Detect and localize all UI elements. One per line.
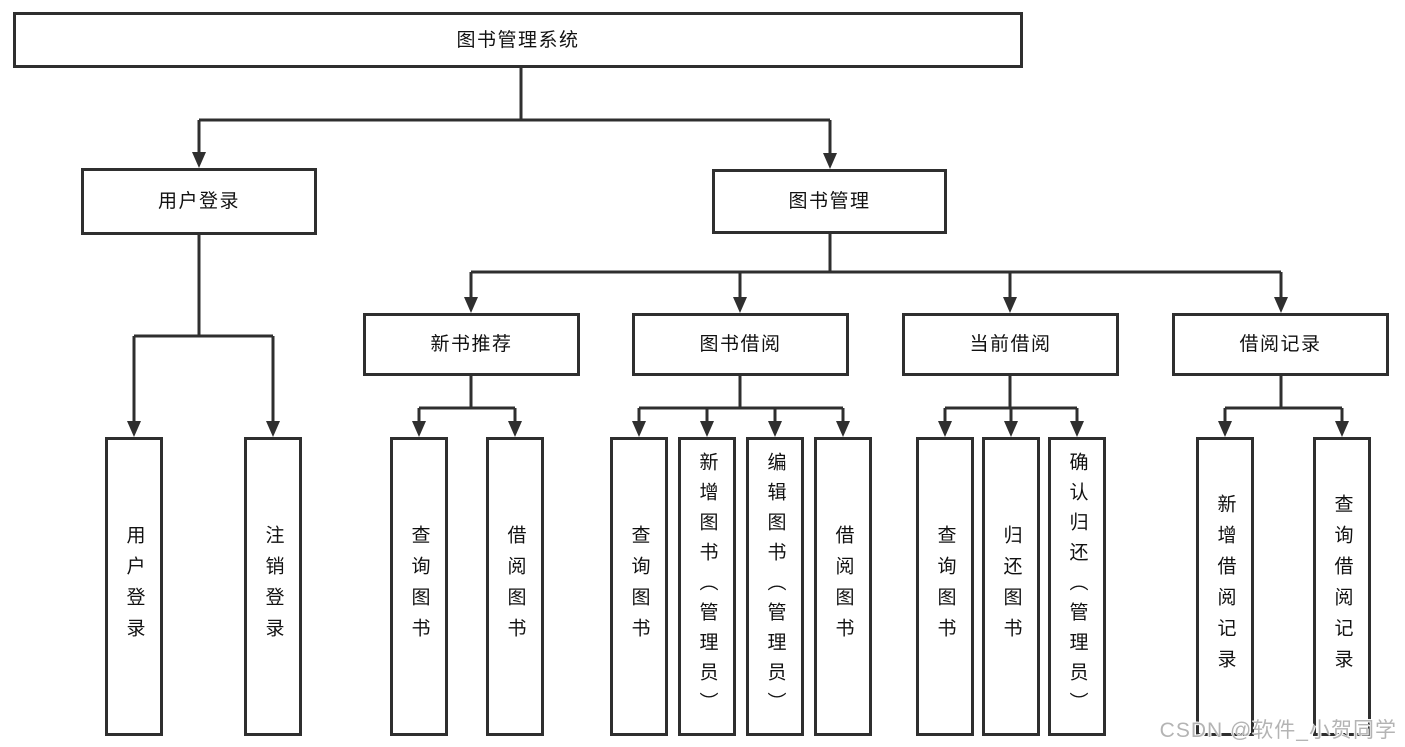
leaf-label: 用户登录 [123, 524, 145, 649]
leaf-label: 编辑图书（管理员） [764, 451, 786, 722]
node-label: 借阅记录 [1239, 334, 1322, 355]
leaf-label: 新增图书（管理员） [696, 451, 718, 722]
watermark: CSDN @软件_小贺同学 [1159, 719, 1397, 742]
node-book-borrowing: 图书借阅 [632, 313, 849, 376]
leaf-user-login: 用户登录 [105, 437, 163, 736]
node-library-management-system: 图书管理系统 [13, 12, 1023, 68]
leaf-logout: 注销登录 [244, 437, 302, 736]
leaf-label: 归还图书 [1000, 524, 1022, 649]
leaf-label: 查询图书 [934, 524, 956, 649]
leaf-borrow-add-book-admin: 新增图书（管理员） [678, 437, 736, 736]
leaf-label: 新增借阅记录 [1214, 493, 1236, 680]
leaf-label: 查询图书 [628, 524, 650, 649]
leaf-label: 确认归还（管理员） [1066, 451, 1088, 722]
node-book-management: 图书管理 [712, 169, 947, 234]
leaf-current-query-book: 查询图书 [916, 437, 974, 736]
node-label: 图书借阅 [699, 334, 782, 355]
leaf-newbook-borrow-book: 借阅图书 [486, 437, 544, 736]
leaf-label: 借阅图书 [832, 524, 854, 649]
node-label: 图书管理 [788, 191, 871, 212]
leaf-records-add-record: 新增借阅记录 [1196, 437, 1254, 736]
node-current-borrowing: 当前借阅 [902, 313, 1119, 376]
leaf-current-return-book: 归还图书 [982, 437, 1040, 736]
leaf-borrow-edit-book-admin: 编辑图书（管理员） [746, 437, 804, 736]
leaf-newbook-query-book: 查询图书 [390, 437, 448, 736]
leaf-label: 查询借阅记录 [1331, 493, 1353, 680]
node-label: 当前借阅 [969, 334, 1052, 355]
node-borrow-records: 借阅记录 [1172, 313, 1389, 376]
leaf-label: 注销登录 [262, 524, 284, 649]
node-user-login: 用户登录 [81, 168, 317, 235]
leaf-records-query-record: 查询借阅记录 [1313, 437, 1371, 736]
leaf-current-confirm-return-admin: 确认归还（管理员） [1048, 437, 1106, 736]
node-label: 新书推荐 [430, 334, 513, 355]
leaf-label: 借阅图书 [504, 524, 526, 649]
node-new-book-recommend: 新书推荐 [363, 313, 580, 376]
node-label: 图书管理系统 [456, 29, 580, 51]
leaf-label: 查询图书 [408, 524, 430, 649]
node-label: 用户登录 [157, 191, 240, 212]
leaf-borrow-query-book: 查询图书 [610, 437, 668, 736]
leaf-borrow-borrow-book: 借阅图书 [814, 437, 872, 736]
